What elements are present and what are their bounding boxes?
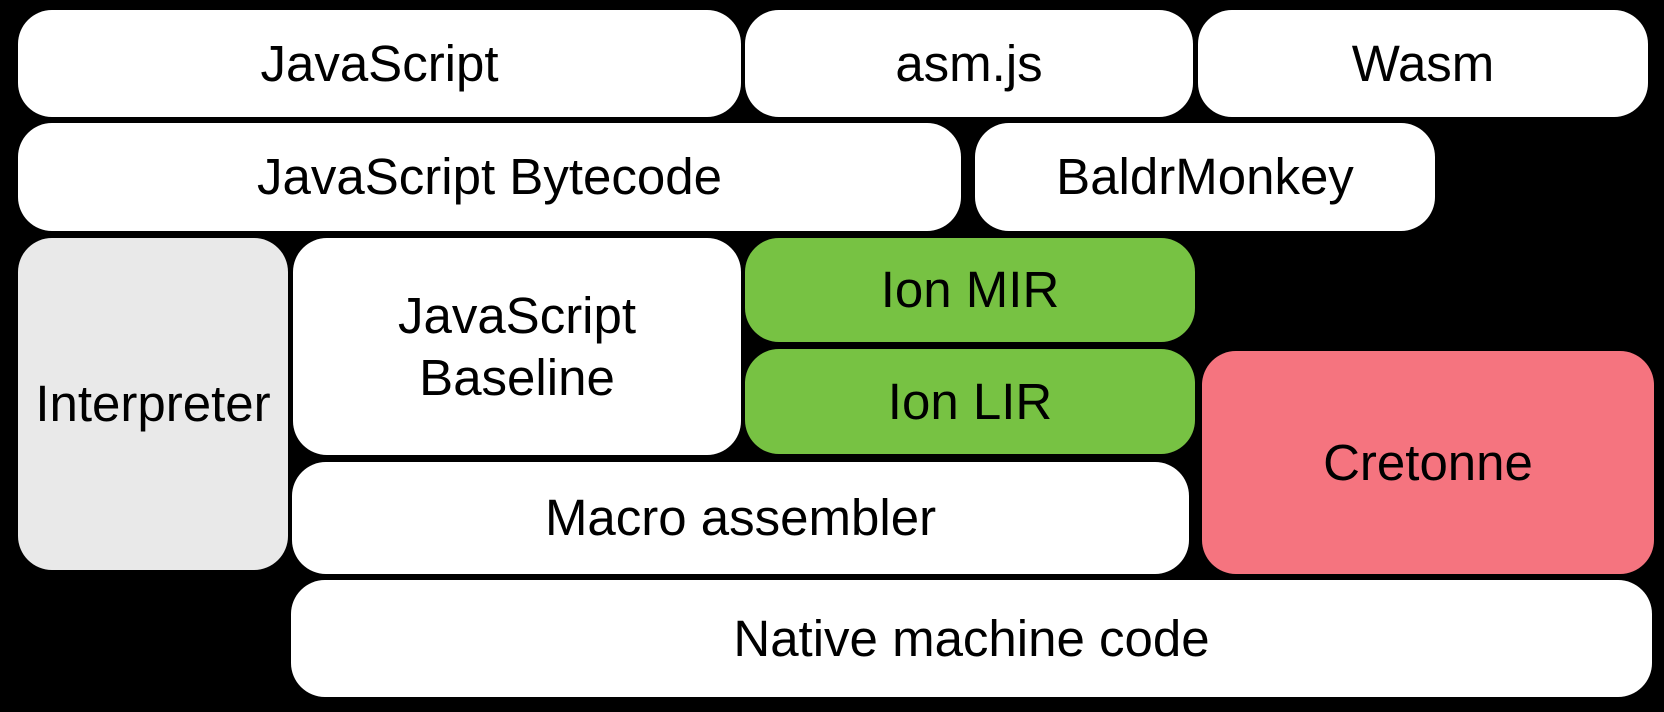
box-asmjs: asm.js — [745, 10, 1193, 117]
box-wasm-label: Wasm — [1351, 34, 1495, 92]
box-ion-lir: Ion LIR — [745, 349, 1195, 454]
box-javascript: JavaScript — [18, 10, 741, 117]
box-javascript-baseline-line1: JavaScript — [397, 287, 637, 345]
box-javascript-label: JavaScript — [260, 34, 499, 92]
box-native-machine-code-label: Native machine code — [733, 609, 1210, 667]
box-ion-mir-label: Ion MIR — [880, 261, 1060, 319]
box-javascript-baseline: JavaScript Baseline — [293, 238, 741, 455]
box-cretonne: Cretonne — [1202, 351, 1654, 574]
box-asmjs-label: asm.js — [895, 34, 1043, 92]
box-baldrmonkey-label: BaldrMonkey — [1056, 148, 1354, 206]
box-javascript-bytecode-label: JavaScript Bytecode — [257, 148, 722, 206]
box-javascript-baseline-line2: Baseline — [419, 348, 615, 406]
box-interpreter: Interpreter — [18, 238, 288, 570]
box-cretonne-label: Cretonne — [1323, 433, 1533, 491]
box-macro-assembler-label: Macro assembler — [544, 489, 937, 547]
box-javascript-baseline-label: JavaScript Baseline — [398, 285, 636, 407]
box-javascript-bytecode: JavaScript Bytecode — [18, 123, 961, 231]
box-ion-lir-label: Ion LIR — [887, 372, 1053, 430]
box-interpreter-label: Interpreter — [35, 375, 271, 433]
box-ion-mir: Ion MIR — [745, 238, 1195, 342]
box-native-machine-code: Native machine code — [291, 580, 1652, 697]
box-wasm: Wasm — [1198, 10, 1648, 117]
box-baldrmonkey: BaldrMonkey — [975, 123, 1435, 231]
box-macro-assembler: Macro assembler — [292, 462, 1189, 574]
